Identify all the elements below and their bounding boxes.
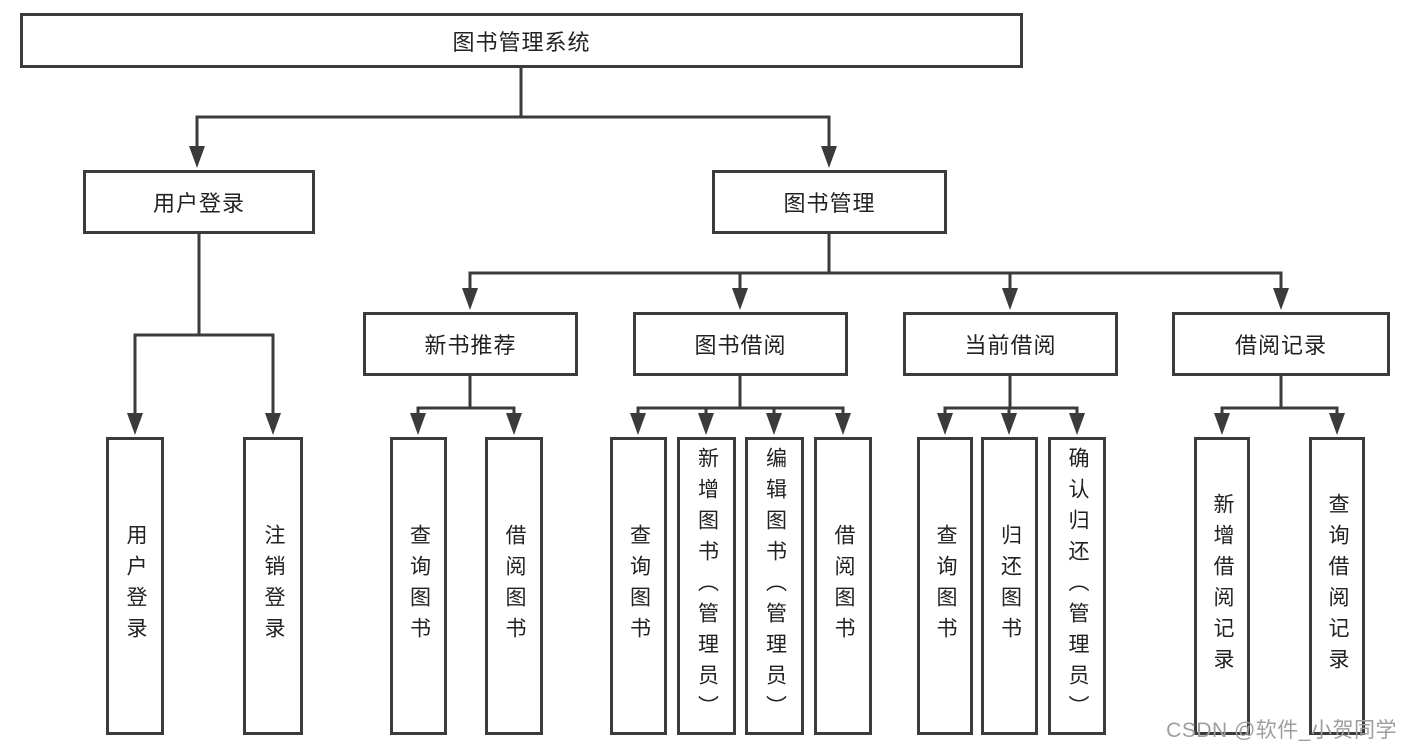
node-leaf-edit-book-admin-label: 编辑图书（管理员） xyxy=(763,446,787,726)
node-leaf-return-book-label: 归还图书 xyxy=(998,524,1022,648)
node-user-login-label: 用户登录 xyxy=(152,191,245,216)
csdn-watermark: CSDN @软件_小贺同学 xyxy=(1166,719,1397,742)
node-current-borrow-label: 当前借阅 xyxy=(964,333,1057,358)
node-leaf-user-login: 用户登录 xyxy=(106,437,164,735)
node-leaf-query-book-borrow-label: 查询图书 xyxy=(627,524,651,648)
node-leaf-edit-book-admin: 编辑图书（管理员） xyxy=(745,437,804,735)
node-leaf-borrow-book-recommend: 借阅图书 xyxy=(485,437,543,735)
node-leaf-logout-label: 注销登录 xyxy=(262,524,285,648)
node-leaf-query-book-current: 查询图书 xyxy=(917,437,973,735)
node-leaf-confirm-return-admin-label: 确认归还（管理员） xyxy=(1066,446,1089,726)
node-new-book-recommend: 新书推荐 xyxy=(363,312,578,376)
node-leaf-return-book: 归还图书 xyxy=(981,437,1038,735)
node-user-login: 用户登录 xyxy=(83,170,315,234)
node-book-management: 图书管理 xyxy=(712,170,947,234)
node-root-system-label: 图书管理系统 xyxy=(452,29,591,55)
node-leaf-query-book-recommend: 查询图书 xyxy=(390,437,447,735)
node-leaf-add-book-admin: 新增图书（管理员） xyxy=(677,437,736,735)
node-leaf-query-borrow-record-label: 查询借阅记录 xyxy=(1326,493,1349,679)
node-leaf-user-login-label: 用户登录 xyxy=(124,524,147,648)
node-leaf-borrow-book-recommend-label: 借阅图书 xyxy=(503,524,526,648)
node-book-management-label: 图书管理 xyxy=(783,191,876,216)
node-leaf-query-book-recommend-label: 查询图书 xyxy=(407,524,431,648)
node-leaf-logout: 注销登录 xyxy=(243,437,303,735)
node-leaf-query-book-current-label: 查询图书 xyxy=(934,524,957,648)
node-leaf-add-borrow-record: 新增借阅记录 xyxy=(1194,437,1250,735)
node-leaf-borrow-book-label: 借阅图书 xyxy=(832,524,855,648)
node-borrow-records-label: 借阅记录 xyxy=(1234,333,1327,358)
node-current-borrow: 当前借阅 xyxy=(903,312,1118,376)
node-book-borrow-label: 图书借阅 xyxy=(694,333,787,358)
node-leaf-add-borrow-record-label: 新增借阅记录 xyxy=(1211,493,1234,679)
node-book-borrow: 图书借阅 xyxy=(633,312,848,376)
node-leaf-query-book-borrow: 查询图书 xyxy=(610,437,667,735)
node-leaf-borrow-book: 借阅图书 xyxy=(814,437,872,735)
node-leaf-add-book-admin-label: 新增图书（管理员） xyxy=(695,446,719,726)
node-new-book-recommend-label: 新书推荐 xyxy=(424,333,517,358)
node-root-system: 图书管理系统 xyxy=(20,13,1023,68)
node-leaf-query-borrow-record: 查询借阅记录 xyxy=(1309,437,1365,735)
node-borrow-records: 借阅记录 xyxy=(1172,312,1390,376)
node-leaf-confirm-return-admin: 确认归还（管理员） xyxy=(1048,437,1106,735)
